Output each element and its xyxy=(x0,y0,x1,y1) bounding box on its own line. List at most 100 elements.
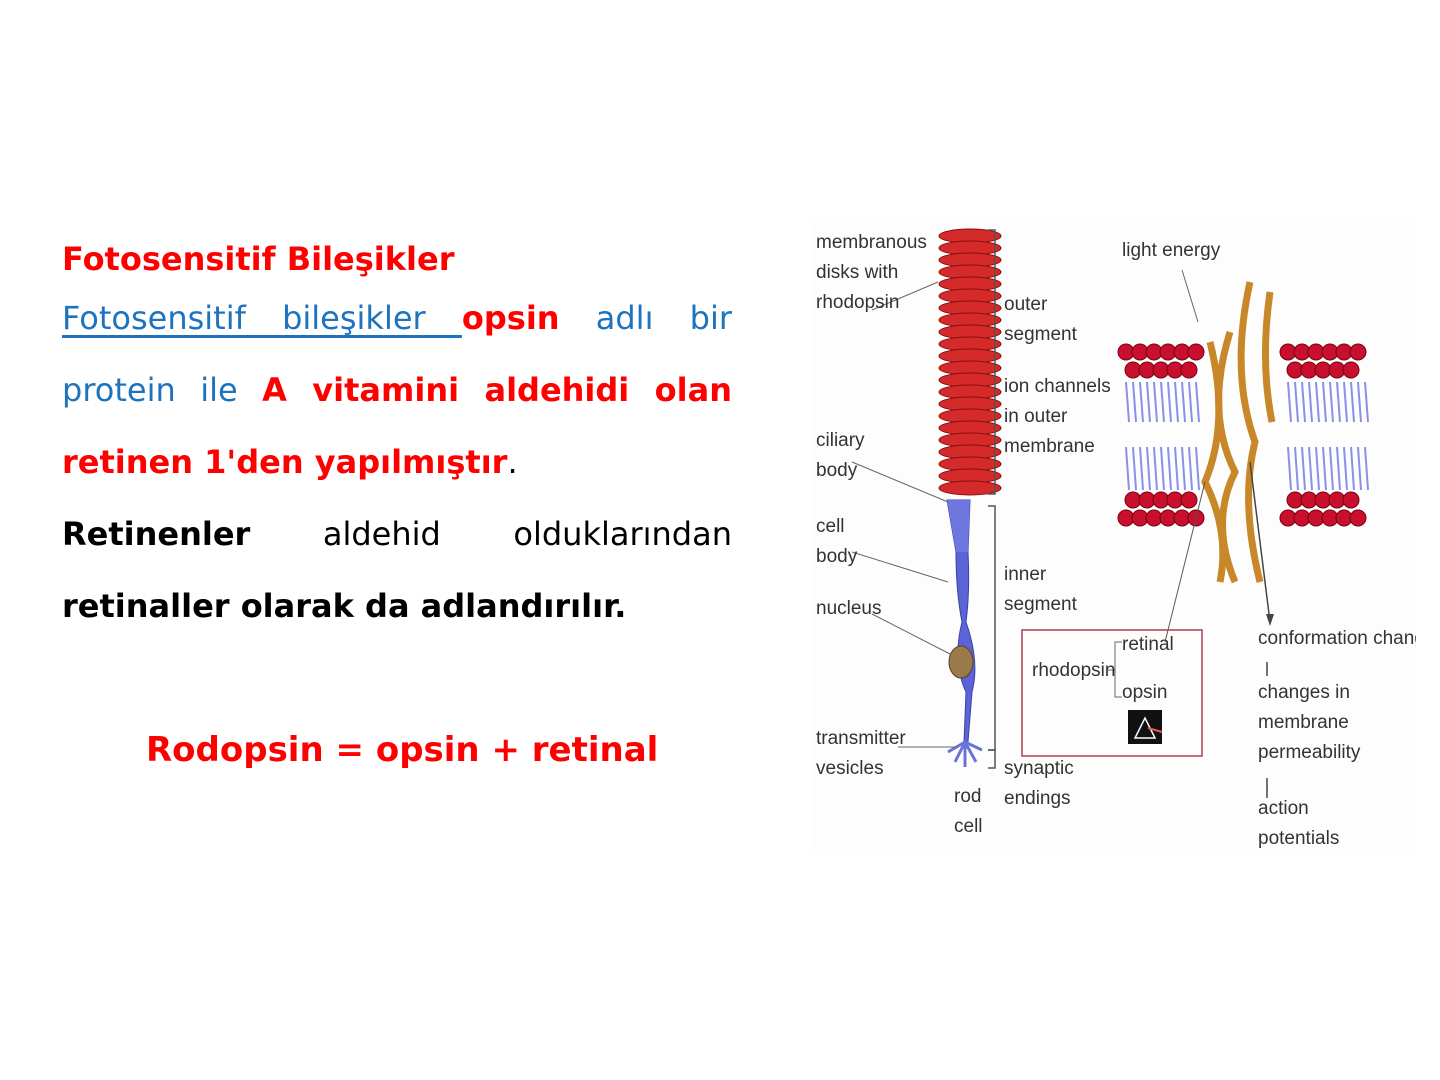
label-ion-channels: ion channels xyxy=(1004,376,1111,397)
lipid-tail xyxy=(1343,381,1348,423)
svg-text:body: body xyxy=(816,460,858,481)
lipid-tail xyxy=(1174,446,1179,491)
label-rhodopsin: rhodopsin xyxy=(1032,660,1115,681)
text-column: Fotosensitif Bileşikler Fotosensitif bil… xyxy=(62,236,732,642)
nucleus-shape xyxy=(948,645,974,679)
lipid-tail xyxy=(1315,446,1320,491)
svg-text:opsin: opsin xyxy=(1122,682,1167,703)
lipid-tail xyxy=(1329,381,1334,423)
svg-text:disks with: disks with xyxy=(816,262,898,283)
lipid-tail xyxy=(1315,381,1320,423)
lipid-tail xyxy=(1343,446,1348,491)
lipid-head xyxy=(1342,361,1360,379)
svg-text:rod: rod xyxy=(954,786,981,807)
svg-text:ciliary: ciliary xyxy=(816,430,865,451)
lipid-tail xyxy=(1357,446,1362,491)
svg-text:changes in: changes in xyxy=(1258,682,1350,703)
label-ciliary: ciliary xyxy=(816,430,865,451)
svg-text:light energy: light energy xyxy=(1122,240,1221,261)
label-permeability: permeability xyxy=(1258,742,1361,763)
paragraph-photosensitive: Fotosensitif bileşikler opsin adlı bir p… xyxy=(62,282,732,498)
label-rod-cell: cell xyxy=(954,816,983,837)
lipid-tail xyxy=(1132,446,1137,491)
label-inner-segment: segment xyxy=(1004,594,1078,615)
disk xyxy=(938,480,1002,496)
lipid-tail xyxy=(1195,381,1200,423)
paragraph1-end: . xyxy=(507,443,518,481)
svg-text:vesicles: vesicles xyxy=(816,758,884,779)
label-retinal: retinal xyxy=(1122,634,1174,655)
svg-text:inner: inner xyxy=(1004,564,1047,585)
lipid-tail xyxy=(1181,381,1186,423)
svg-text:outer: outer xyxy=(1004,294,1048,315)
retinaller-term: retinaller olarak da adlandırılır. xyxy=(62,587,627,625)
slide-title: Fotosensitif Bileşikler xyxy=(62,240,455,278)
label-vesicles: vesicles xyxy=(816,758,884,779)
lipid-tail xyxy=(1174,381,1179,423)
lipid-tail xyxy=(1287,446,1292,491)
label-membranous: membranous xyxy=(816,232,927,253)
lipid-tail xyxy=(1153,381,1158,423)
lipid-tail xyxy=(1146,381,1151,423)
lipid-head xyxy=(1187,343,1205,361)
opsin-term: opsin xyxy=(461,299,560,337)
svg-text:transmitter: transmitter xyxy=(816,728,906,749)
lipid-tail xyxy=(1287,381,1292,423)
rhodopsin-box xyxy=(1021,629,1203,757)
svg-text:endings: endings xyxy=(1004,788,1071,809)
lipid-tail xyxy=(1308,381,1313,423)
membrane-bilayer xyxy=(1117,343,1369,527)
lipid-tail xyxy=(1294,381,1299,423)
svg-text:body: body xyxy=(816,546,858,567)
label-rhodopsin-disk: rhodopsin xyxy=(816,292,899,313)
label-ciliary-body: body xyxy=(816,460,858,481)
label-membrane-2: membrane xyxy=(1258,712,1349,733)
lipid-tail xyxy=(1350,381,1355,423)
svg-text:rhodopsin: rhodopsin xyxy=(1032,660,1115,681)
svg-text:cell: cell xyxy=(954,816,983,837)
svg-text:rhodopsin: rhodopsin xyxy=(816,292,899,313)
segment-brackets xyxy=(988,229,996,769)
lipid-tail xyxy=(1153,446,1158,491)
svg-text:potentials: potentials xyxy=(1258,828,1339,849)
svg-text:action: action xyxy=(1258,798,1309,819)
label-light-energy: light energy xyxy=(1122,240,1221,261)
opsin-helices xyxy=(1201,281,1276,584)
label-in-outer: in outer xyxy=(1004,406,1068,427)
paragraph2-text: aldehid olduklarından xyxy=(250,515,732,553)
svg-text:segment: segment xyxy=(1004,324,1078,345)
photosensitive-link[interactable]: Fotosensitif bileşikler xyxy=(62,299,462,337)
lipid-tail xyxy=(1329,446,1334,491)
lipid-tail xyxy=(1125,381,1130,423)
label-action: action xyxy=(1258,798,1309,819)
lipid-tail xyxy=(1308,446,1313,491)
label-conformation-change: conformation change xyxy=(1258,628,1416,649)
svg-text:cell: cell xyxy=(816,516,845,537)
lipid-tail xyxy=(1357,381,1362,423)
lipid-head xyxy=(1180,361,1198,379)
label-rod: rod xyxy=(954,786,981,807)
lipid-tail xyxy=(1322,446,1327,491)
lipid-tail xyxy=(1301,446,1306,491)
paragraph1-text: adlı bir protein ile xyxy=(62,299,733,409)
svg-text:synaptic: synaptic xyxy=(1004,758,1074,779)
label-cell: cell xyxy=(816,516,845,537)
label-nucleus: nucleus xyxy=(816,598,882,619)
rod-cell-diagram: membranous disks with rhodopsin outer se… xyxy=(810,222,1416,854)
svg-text:nucleus: nucleus xyxy=(816,598,882,619)
label-opsin: opsin xyxy=(1122,682,1167,703)
svg-text:ion channels: ion channels xyxy=(1004,376,1111,397)
synaptic-ending xyxy=(947,740,983,767)
lipid-tail xyxy=(1160,446,1165,491)
lipid-head xyxy=(1342,491,1360,509)
vitamin-a-term: A vitamini aldehidi olan retinen 1'den y… xyxy=(62,371,733,481)
lipid-tail xyxy=(1195,446,1200,491)
label-potentials: potentials xyxy=(1258,828,1339,849)
lipid-tail xyxy=(1322,381,1327,423)
lipid-tail xyxy=(1146,446,1151,491)
lipid-tail xyxy=(1294,446,1299,491)
lipid-head xyxy=(1349,509,1367,527)
label-changes-in: changes in xyxy=(1258,682,1350,703)
lipid-tail xyxy=(1167,381,1172,423)
label-endings: endings xyxy=(1004,788,1071,809)
